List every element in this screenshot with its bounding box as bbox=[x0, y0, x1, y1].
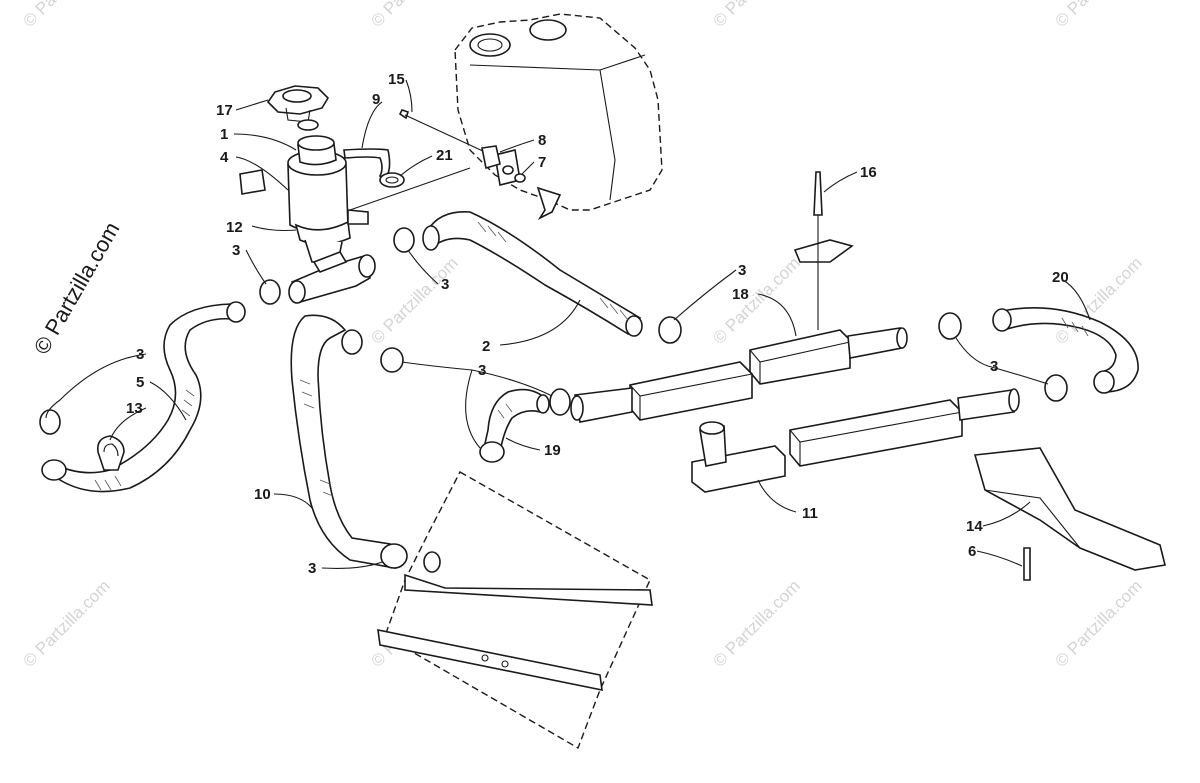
clamp bbox=[549, 388, 571, 416]
clamp bbox=[39, 409, 61, 435]
clamp bbox=[259, 279, 281, 305]
clamp bbox=[658, 316, 682, 344]
callout-3: 3 bbox=[308, 560, 316, 577]
callout-3: 3 bbox=[990, 358, 998, 375]
watermark-tile: © Partzilla.com bbox=[709, 576, 803, 670]
coolant-bottle bbox=[287, 135, 369, 263]
hose-left-lower bbox=[41, 301, 246, 493]
watermark-tile: © Partzilla.com bbox=[367, 0, 461, 31]
small-clamp bbox=[379, 172, 405, 188]
callout-11: 11 bbox=[802, 505, 818, 522]
watermark-tile: © Partzilla.com bbox=[19, 0, 113, 31]
callout-13: 13 bbox=[126, 400, 143, 417]
rivet-and-plate bbox=[793, 171, 854, 330]
callout-3: 3 bbox=[136, 346, 144, 363]
callout-3: 3 bbox=[478, 362, 486, 379]
spring-clamp bbox=[96, 435, 125, 471]
clamp bbox=[479, 441, 505, 463]
callout-3: 3 bbox=[441, 276, 449, 293]
callout-19: 19 bbox=[544, 442, 561, 459]
callout-16: 16 bbox=[860, 164, 877, 181]
callout-14: 14 bbox=[966, 518, 983, 535]
radiator-cap bbox=[266, 85, 330, 131]
callout-labels: 17 1 4 15 9 8 21 7 12 3 3 3 3 3 3 3 16 1… bbox=[126, 71, 1069, 577]
leader-lines bbox=[45, 79, 1091, 569]
callout-2: 2 bbox=[482, 338, 490, 355]
heat-exchanger-lower bbox=[789, 388, 1020, 467]
callout-6: 6 bbox=[968, 543, 976, 560]
callout-12: 12 bbox=[226, 219, 243, 236]
oil-tank bbox=[454, 13, 663, 220]
heat-exchanger-upper bbox=[749, 327, 908, 385]
callout-20: 20 bbox=[1052, 269, 1069, 286]
callout-8: 8 bbox=[538, 132, 546, 149]
callout-15: 15 bbox=[388, 71, 405, 88]
main-watermark: © Partzilla.com bbox=[29, 218, 125, 359]
hose-clamps bbox=[39, 227, 1068, 569]
callout-17: 17 bbox=[216, 102, 233, 119]
callout-3: 3 bbox=[232, 242, 240, 259]
callout-4: 4 bbox=[220, 149, 229, 166]
watermark-tile: © Partzilla.com bbox=[709, 0, 803, 31]
heat-exchanger-connector bbox=[691, 421, 786, 493]
clamp bbox=[393, 227, 415, 253]
callout-9: 9 bbox=[372, 91, 380, 108]
mount-hardware bbox=[349, 109, 526, 211]
clamp bbox=[1044, 374, 1068, 402]
callout-1: 1 bbox=[220, 126, 228, 143]
watermark-tile: © Partzilla.com bbox=[1051, 576, 1145, 670]
hose-left-vertical bbox=[290, 314, 397, 569]
clamp bbox=[380, 347, 404, 373]
heat-exchanger-middle bbox=[570, 361, 753, 423]
callout-10: 10 bbox=[254, 486, 271, 503]
watermark-tile: © Partzilla.com bbox=[1051, 0, 1145, 31]
clamp bbox=[938, 312, 962, 340]
radiator-panel bbox=[377, 471, 653, 750]
hose-right bbox=[992, 306, 1139, 394]
callout-7: 7 bbox=[538, 154, 546, 171]
callout-3: 3 bbox=[738, 262, 746, 279]
overflow-hose bbox=[343, 148, 391, 179]
watermark-tile: © Partzilla.com bbox=[367, 253, 461, 347]
callout-5: 5 bbox=[136, 374, 144, 391]
watermark-tile: © Partzilla.com bbox=[709, 253, 803, 347]
clamp bbox=[380, 543, 408, 569]
hose-upper bbox=[422, 211, 643, 337]
decal bbox=[239, 169, 266, 195]
tee-fitting bbox=[288, 251, 376, 304]
callout-18: 18 bbox=[732, 286, 749, 303]
watermark-tile: © Partzilla.com bbox=[19, 576, 113, 670]
callout-21: 21 bbox=[436, 147, 453, 164]
skid-plate bbox=[973, 447, 1166, 581]
